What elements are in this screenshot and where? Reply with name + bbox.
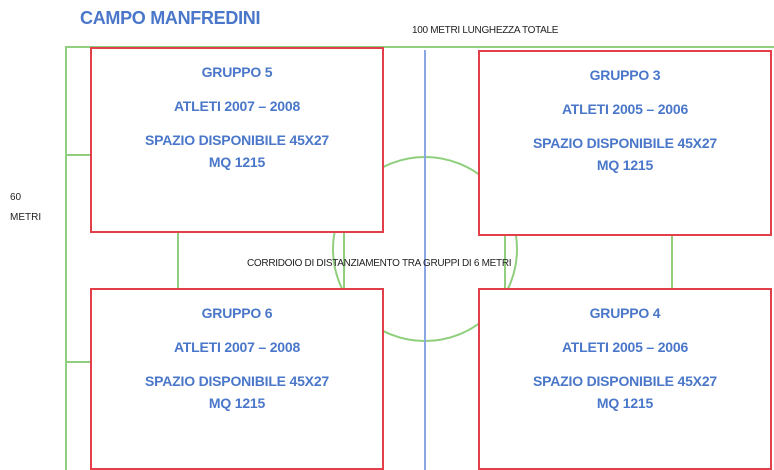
- group-box-gruppo-6: GRUPPO 6 ATLETI 2007 – 2008 SPAZIO DISPO…: [90, 288, 384, 470]
- group-box-gruppo-3: GRUPPO 3 ATLETI 2005 – 2006 SPAZIO DISPO…: [478, 50, 772, 236]
- group-space: SPAZIO DISPONIBILE 45X27: [145, 132, 329, 148]
- group-athletes: ATLETI 2005 – 2006: [561, 101, 689, 117]
- group-athletes: ATLETI 2005 – 2006: [561, 339, 689, 355]
- group-space: SPAZIO DISPONIBILE 45X27: [145, 373, 329, 389]
- group-box-gruppo-5: GRUPPO 5 ATLETI 2007 – 2008 SPAZIO DISPO…: [90, 47, 384, 233]
- group-area: MQ 1215: [596, 395, 654, 411]
- group-area: MQ 1215: [208, 395, 266, 411]
- group-area: MQ 1215: [596, 157, 654, 173]
- length-label: 100 METRI LUNGHEZZA TOTALE: [412, 25, 559, 36]
- group-athletes: ATLETI 2007 – 2008: [173, 98, 301, 114]
- group-athletes: ATLETI 2007 – 2008: [173, 339, 301, 355]
- page-title: CAMPO MANFREDINI: [80, 8, 261, 28]
- field-outline: [65, 46, 774, 470]
- group-box-gruppo-4: GRUPPO 4 ATLETI 2005 – 2006 SPAZIO DISPO…: [478, 288, 772, 470]
- width-label-number: 60: [10, 192, 22, 203]
- corridor-label: CORRIDOIO DI DISTANZIAMENTO TRA GRUPPI D…: [247, 258, 512, 269]
- group-name: GRUPPO 4: [589, 305, 661, 321]
- group-name: GRUPPO 6: [201, 305, 273, 321]
- width-label-unit: METRI: [10, 212, 42, 223]
- group-space: SPAZIO DISPONIBILE 45X27: [533, 373, 717, 389]
- group-area: MQ 1215: [208, 154, 266, 170]
- group-name: GRUPPO 5: [201, 64, 273, 80]
- group-name: GRUPPO 3: [589, 67, 661, 83]
- group-space: SPAZIO DISPONIBILE 45X27: [533, 135, 717, 151]
